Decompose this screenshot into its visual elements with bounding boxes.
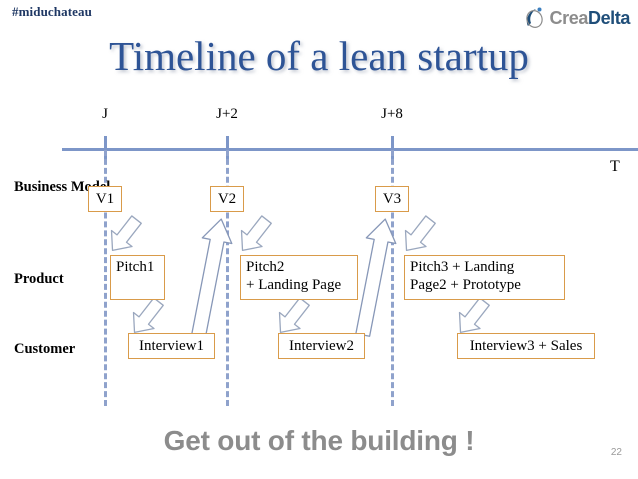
box-customer-interview2[interactable]: Interview2 [278, 333, 365, 359]
creadelta-swoosh-icon [522, 5, 548, 31]
box-version-v2[interactable]: V2 [210, 186, 244, 212]
arrow-pitch3-to-interview3 [452, 296, 494, 345]
milestone-guide-2 [391, 150, 394, 406]
axis-tick-label-2: J+8 [381, 106, 403, 122]
row-label-customer: Customer [14, 341, 76, 357]
hashtag-handle: #miduchateau [12, 4, 92, 19]
axis-tick-1 [226, 136, 229, 162]
box-version-v3[interactable]: V3 [375, 186, 409, 212]
page-title: Timeline of a lean startup [109, 33, 529, 79]
box-customer-interview1[interactable]: Interview1 [128, 333, 215, 359]
row-label-business-model: Business Model [14, 179, 111, 195]
box-version-v1[interactable]: V1 [88, 186, 122, 212]
milestone-guide-1 [226, 150, 229, 406]
arrow-pitch2-to-interview2 [272, 296, 314, 345]
logo-text-delta: Delta [587, 8, 630, 28]
box-product-pitch3[interactable]: Pitch3 + Landing Page2 + Prototype [404, 255, 565, 300]
logo-text-crea: Crea [549, 8, 589, 28]
arrow-pitch1-to-interview1 [126, 296, 168, 345]
arrow-v1-to-pitch1 [104, 214, 146, 263]
box-product-pitch2[interactable]: Pitch2 + Landing Page [240, 255, 358, 300]
arrow-interview1-to-v2 [186, 214, 234, 345]
axis-tick-2 [391, 136, 394, 162]
box-product-pitch1[interactable]: Pitch1 [110, 255, 165, 300]
slide-page-number: 22 [610, 447, 622, 458]
axis-tick-label-1: J+2 [216, 106, 238, 122]
arrow-v2-to-pitch2 [234, 214, 276, 263]
axis-label-time: T [610, 158, 620, 175]
creadelta-logo: CreaDelta [522, 3, 630, 33]
milestone-guide-0 [104, 150, 107, 406]
axis-tick-label-0: J [102, 106, 108, 122]
timeline-axis-line [62, 148, 638, 151]
arrow-v3-to-pitch3 [398, 214, 440, 263]
row-label-product: Product [14, 271, 64, 287]
axis-tick-0 [104, 136, 107, 162]
creadelta-wordmark: CreaDelta [549, 8, 631, 28]
box-customer-interview3[interactable]: Interview3 + Sales [457, 333, 595, 359]
call-to-action-text: Get out of the building ! [163, 425, 475, 456]
